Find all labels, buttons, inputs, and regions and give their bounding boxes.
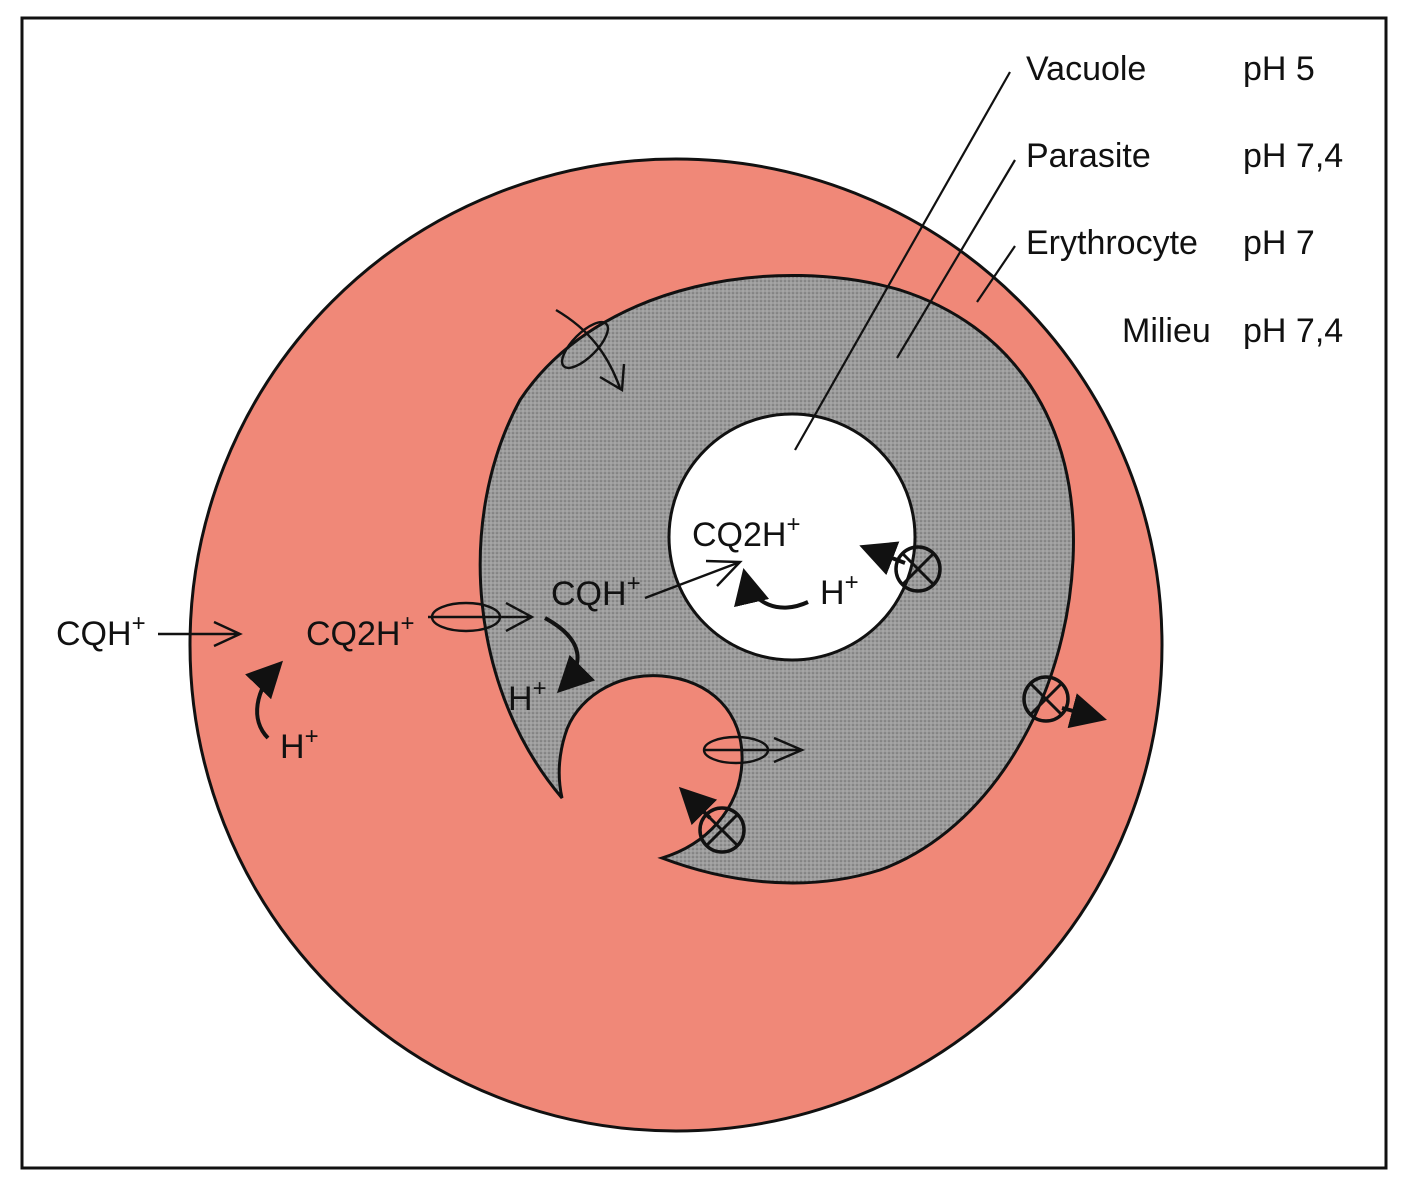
label-cq2h-erythrocyte-plus: +	[400, 610, 414, 637]
label-cq2h-vacuole: CQ2H+	[692, 511, 800, 554]
legend-parasite-ph: pH 7,4	[1243, 137, 1343, 175]
legend-erythrocyte-ph: pH 7	[1243, 224, 1315, 262]
label-cqh-parasite-text: CQH	[551, 575, 627, 613]
label-h-parasite: H+	[508, 675, 547, 718]
legend-milieu-name: Milieu	[1122, 312, 1211, 350]
protonation-arrow-erythrocyte-icon	[245, 660, 283, 740]
label-h-parasite-text: H	[508, 680, 533, 718]
vacuole	[667, 412, 917, 662]
transporter-left-icon	[428, 601, 535, 633]
label-cq2h-erythrocyte: CQ2H+	[306, 610, 414, 653]
arrow-milieu-to-erythrocyte-icon	[158, 620, 243, 648]
label-cq2h-vacuole-text: CQ2H	[692, 516, 786, 554]
label-cqh-outside: CQH+	[56, 610, 146, 653]
label-cqh-parasite: CQH+	[551, 570, 641, 613]
leader-line-erythrocyte	[976, 245, 1016, 303]
legend-vacuole-ph: pH 5	[1243, 50, 1315, 88]
label-h-vacuole-text: H	[820, 574, 845, 612]
transporter-bottom-icon	[702, 735, 806, 765]
proton-pump-vacuole-icon	[859, 541, 942, 593]
label-cqh-parasite-plus: +	[627, 570, 641, 597]
label-cq2h-erythrocyte-text: CQ2H	[306, 615, 400, 653]
legend-parasite-name: Parasite	[1026, 137, 1151, 175]
leader-line-parasite	[896, 159, 1016, 359]
legend-milieu-ph: pH 7,4	[1243, 312, 1343, 350]
transporter-top-icon	[555, 308, 626, 393]
label-h-vacuole: H+	[820, 569, 859, 612]
label-cqh-outside-plus: +	[132, 610, 146, 637]
label-h-erythrocyte-plus: +	[305, 723, 319, 750]
protonation-arrow-parasite-icon	[544, 616, 596, 694]
proton-pump-right-icon	[1022, 675, 1107, 729]
label-h-vacuole-plus: +	[845, 569, 859, 596]
label-h-erythrocyte: H+	[280, 723, 319, 766]
label-cqh-outside-text: CQH	[56, 615, 132, 653]
protonation-arrow-vacuole-icon	[734, 567, 809, 610]
legend-vacuole-name: Vacuole	[1026, 50, 1146, 88]
label-cq2h-vacuole-plus: +	[786, 511, 800, 538]
label-h-parasite-plus: +	[533, 675, 547, 702]
label-h-erythrocyte-text: H	[280, 728, 305, 766]
arrow-parasite-to-vacuole-icon	[644, 559, 743, 600]
proton-pump-bottom-icon	[678, 786, 746, 854]
leader-line-vacuole	[794, 71, 1011, 451]
legend-erythrocyte-name: Erythrocyte	[1026, 224, 1198, 262]
